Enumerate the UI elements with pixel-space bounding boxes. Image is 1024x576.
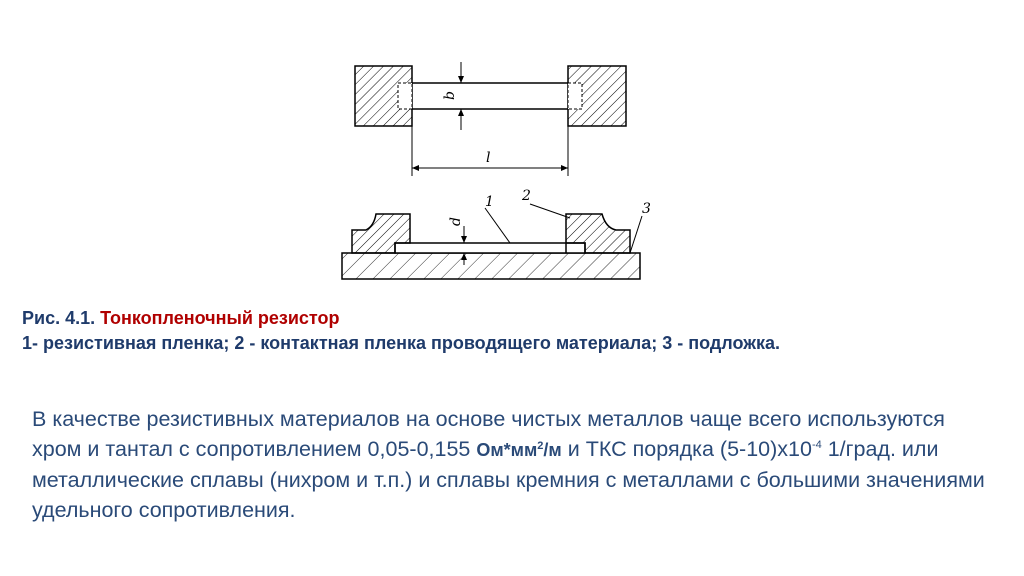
dim-label-l: l <box>486 150 490 166</box>
leader-label-2: 2 <box>521 188 531 204</box>
resistive-strip <box>411 82 569 110</box>
body-part-1: В качестве резистивных материалов на осн… <box>32 407 945 461</box>
dim-label-b: b <box>442 91 458 100</box>
caption-title-line: Рис. 4.1. Тонкопленочный резистор <box>22 306 1012 331</box>
body-part-2: и ТКС порядка (5-10)х10 <box>561 437 812 461</box>
left-overlap-dashed <box>397 82 413 110</box>
thin-film-resistor-diagram: b l d 1 <box>330 50 660 290</box>
unit-tail: /м <box>543 440 562 460</box>
cross-section-view: d 1 2 3 <box>341 188 651 280</box>
top-view: b l <box>354 62 627 176</box>
right-overlap-dashed <box>567 82 583 110</box>
body-part-3: 1/град. или металлические сплавы (нихром… <box>32 437 985 522</box>
exponent: -4 <box>811 438 822 451</box>
caption-prefix: Рис. 4.1. <box>22 308 96 328</box>
resistor-drawing: b l d 1 <box>341 62 651 280</box>
dim-label-d: d <box>448 217 464 226</box>
leader-label-3: 3 <box>642 201 651 217</box>
caption-legend: 1- резистивная пленка; 2 - контактная пл… <box>22 333 781 353</box>
resistive-film <box>394 242 586 254</box>
right-contact-film <box>565 213 631 254</box>
figure-caption: Рис. 4.1. Тонкопленочный резистор 1- рез… <box>22 306 1012 356</box>
resistance-unit: Ом*мм2/м <box>476 440 561 460</box>
unit-superscript: 2 <box>537 440 544 452</box>
substrate <box>341 252 641 280</box>
left-contact-film <box>351 213 411 254</box>
unit-main: Ом*мм <box>476 440 538 460</box>
body-paragraph: В качестве резистивных материалов на осн… <box>32 404 992 525</box>
leader-label-1: 1 <box>485 194 494 210</box>
caption-title: Тонкопленочный резистор <box>100 308 340 328</box>
